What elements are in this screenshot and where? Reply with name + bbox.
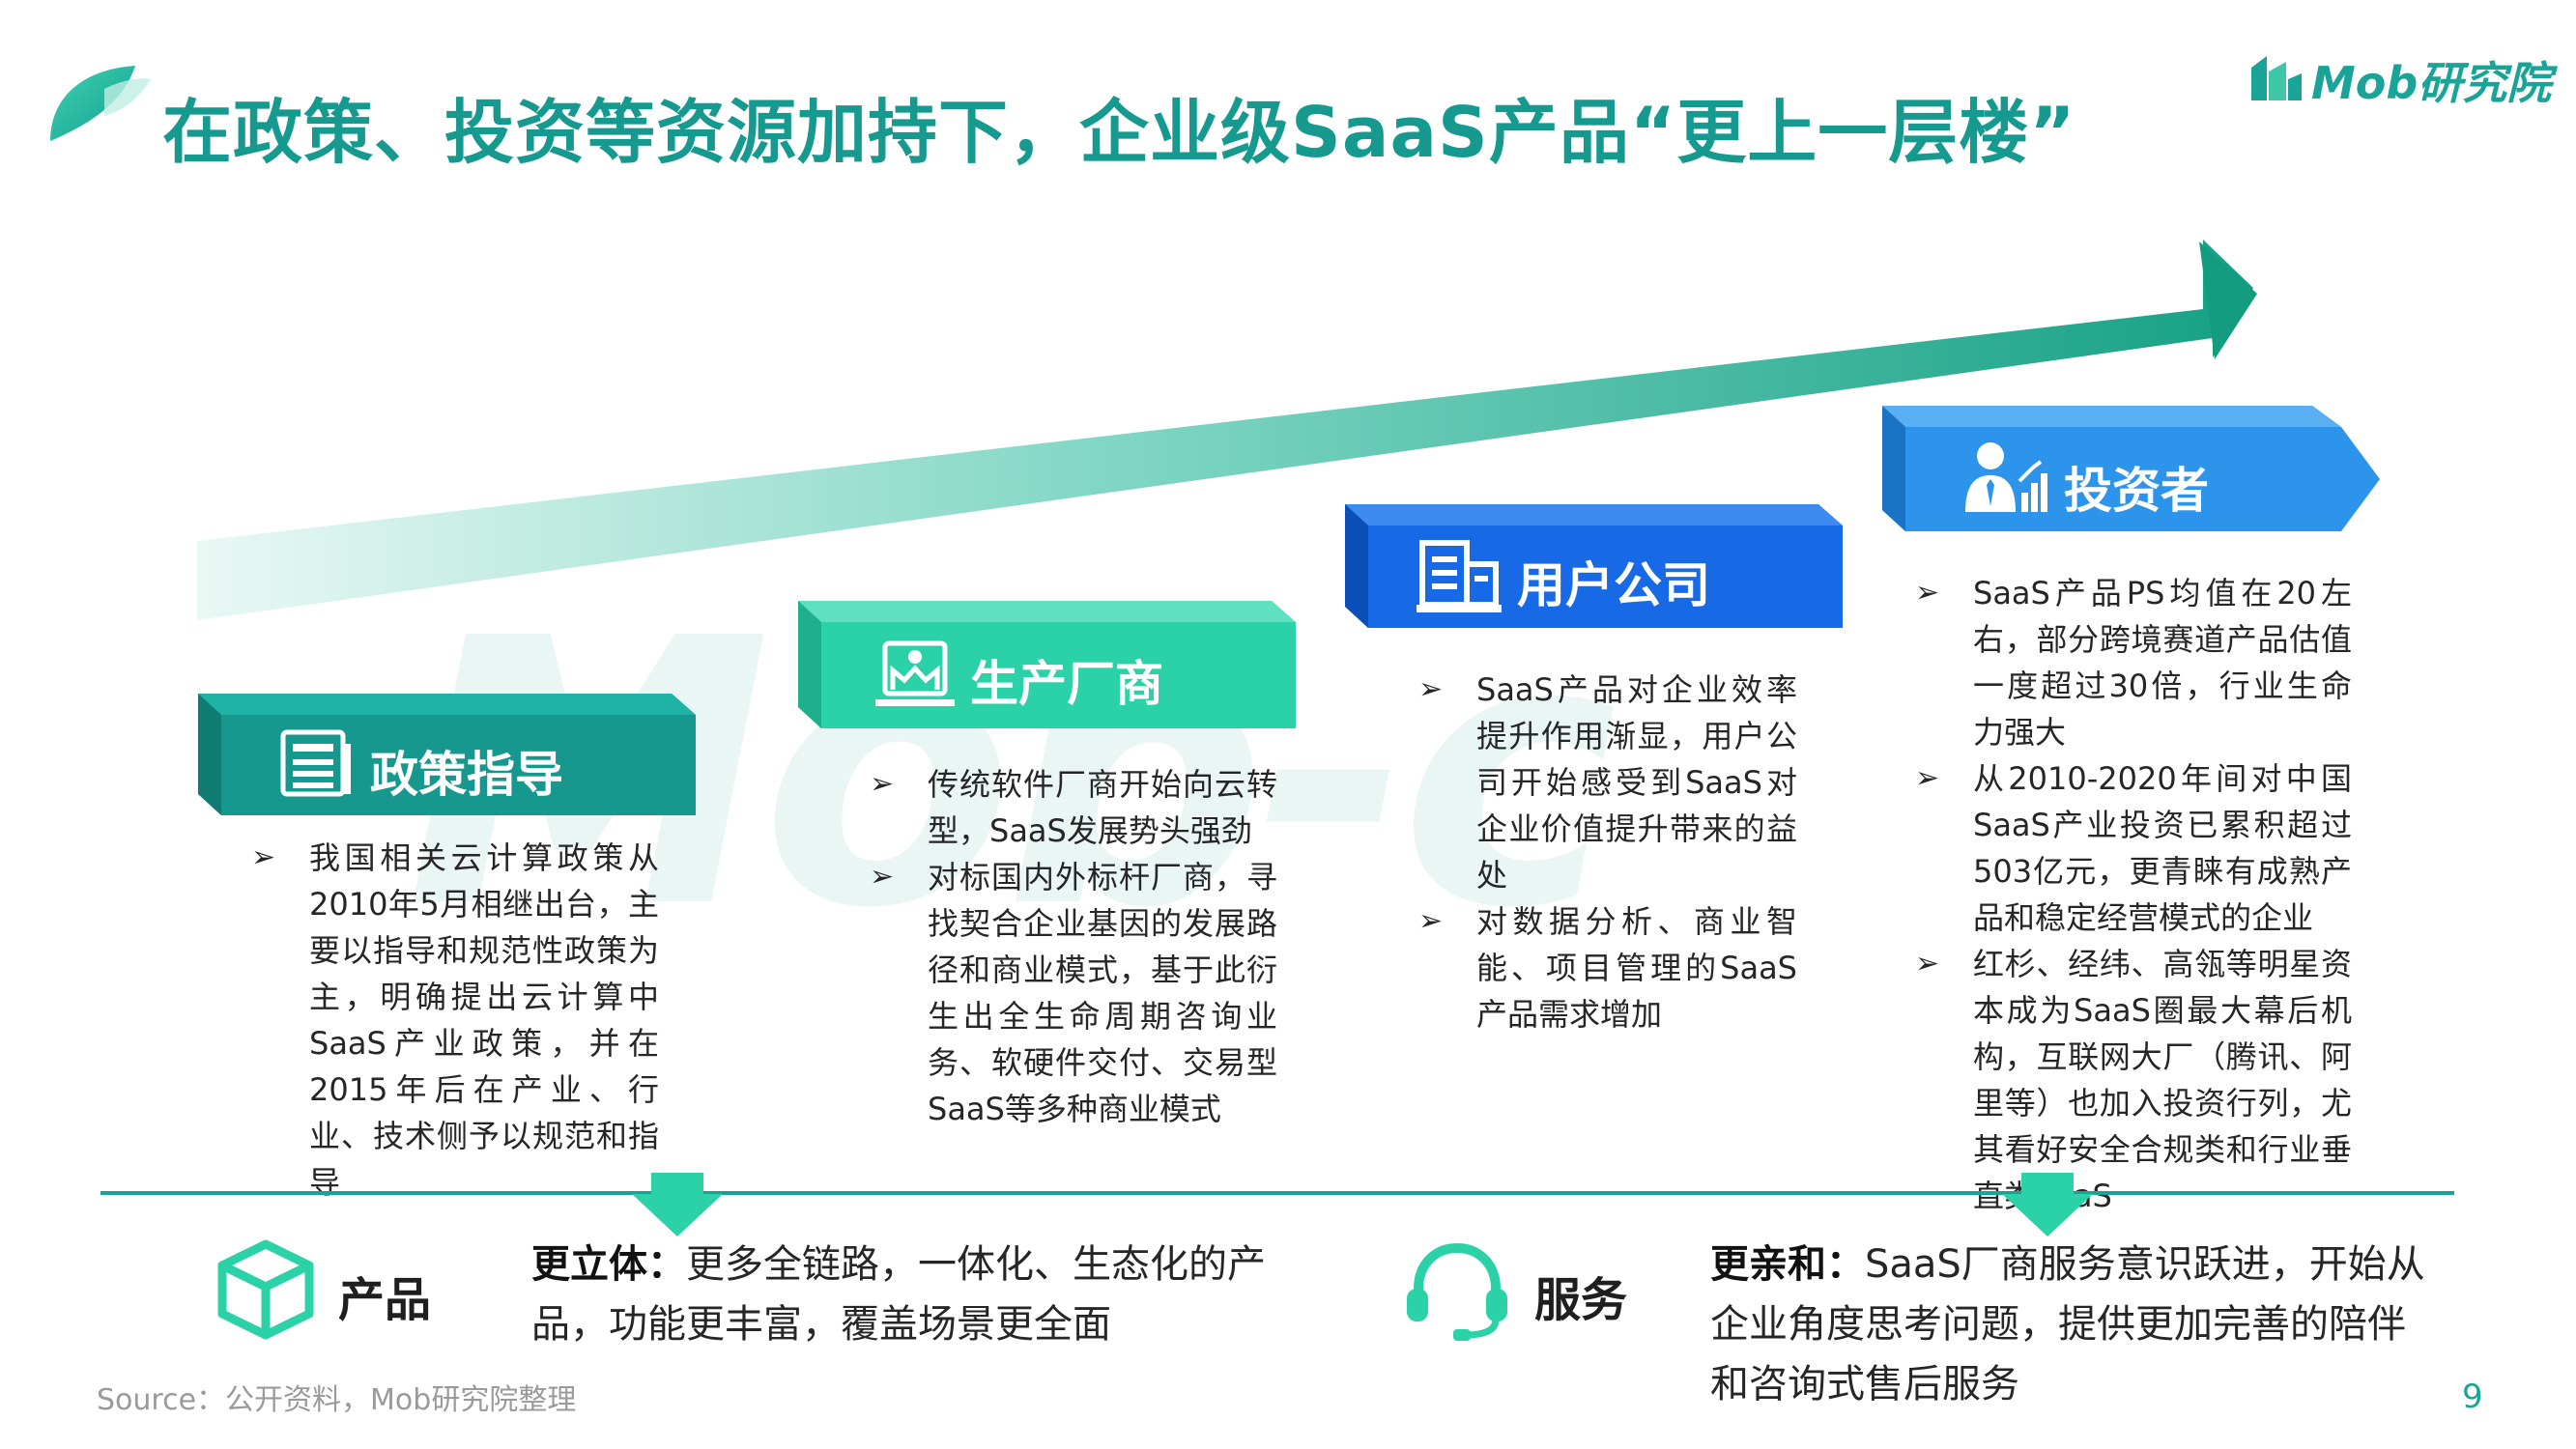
mob-logo: Mob研究院 bbox=[2247, 44, 2551, 112]
investor-icon bbox=[1965, 442, 2047, 512]
product-label: 产品 bbox=[338, 1273, 432, 1327]
product-description: 更立体：更多全链路，一体化、生态化的产品，功能更丰富，覆盖场景更全面 bbox=[531, 1235, 1295, 1354]
service-label: 服务 bbox=[1534, 1273, 1628, 1327]
bullet-arrow-icon: ➢ bbox=[251, 840, 276, 874]
down-arrow-icon bbox=[2002, 1173, 2093, 1236]
list-item: ➢传统软件厂商开始向云转型，SaaS发展势头强劲 bbox=[862, 761, 1277, 854]
bullet-arrow-icon: ➢ bbox=[1915, 761, 1940, 795]
list-item: ➢我国相关云计算政策从2010年5月相继出台，主要以指导和规范性政策为主，明确提… bbox=[243, 835, 659, 1206]
leaf-decoration-icon bbox=[50, 66, 151, 141]
stage-header-user: 用户公司 bbox=[1345, 504, 1843, 628]
logo-text: Mob研究院 bbox=[2311, 57, 2552, 109]
stage-bullets-policy: ➢我国相关云计算政策从2010年5月相继出台，主要以指导和规范性政策为主，明确提… bbox=[243, 835, 659, 1206]
bullet-arrow-icon: ➢ bbox=[1915, 947, 1940, 980]
bullet-arrow-icon: ➢ bbox=[1418, 672, 1444, 706]
stage-header-policy: 政策指导 bbox=[198, 694, 696, 815]
bullet-arrow-icon: ➢ bbox=[870, 860, 895, 894]
product-text: 更多全链路，一体化、生态化的产品，功能更丰富，覆盖场景更全面 bbox=[531, 1242, 1266, 1347]
page-number: 9 bbox=[2462, 1378, 2483, 1416]
bullet-arrow-icon: ➢ bbox=[1915, 576, 1940, 610]
growth-arrow bbox=[197, 240, 2257, 620]
building-icon bbox=[1417, 540, 1502, 612]
cube-icon bbox=[217, 1239, 314, 1340]
factory-icon bbox=[875, 640, 955, 706]
page-title: 在政策、投资等资源加持下，企业级SaaS产品“更上一层楼” bbox=[162, 92, 2076, 173]
newspaper-icon bbox=[280, 729, 351, 797]
stage-label-user: 用户公司 bbox=[1517, 557, 1710, 613]
headset-icon bbox=[1407, 1242, 1507, 1341]
bullet-arrow-icon: ➢ bbox=[870, 767, 895, 801]
stage-label-vendor: 生产厂商 bbox=[970, 656, 1163, 712]
service-emphasis: 更亲和： bbox=[1710, 1242, 1865, 1287]
down-arrow-icon bbox=[632, 1173, 723, 1236]
list-item: ➢对数据分析、商业智能、项目管理的SaaS产品需求增加 bbox=[1411, 898, 1797, 1037]
list-item: ➢SaaS产品对企业效率提升作用渐显，用户公司开始感受到SaaS对企业价值提升带… bbox=[1411, 667, 1797, 898]
stage-bullets-vendor: ➢传统软件厂商开始向云转型，SaaS发展势头强劲 ➢对标国内外标杆厂商，寻找契合… bbox=[862, 761, 1277, 1132]
list-item: ➢SaaS产品PS均值在20左右，部分跨境赛道产品估值一度超过30倍，行业生命力… bbox=[1907, 570, 2352, 755]
list-item: ➢从2010-2020年间对中国SaaS产业投资已累积超过503亿元，更青睐有成… bbox=[1907, 755, 2352, 941]
source-note: Source：公开资料，Mob研究院整理 bbox=[97, 1383, 577, 1417]
stage-label-investor: 投资者 bbox=[2064, 463, 2209, 519]
stage-header-investor: 投资者 bbox=[1882, 406, 2380, 531]
stage-bullets-investor: ➢SaaS产品PS均值在20左右，部分跨境赛道产品估值一度超过30倍，行业生命力… bbox=[1907, 570, 2352, 1219]
divider-line bbox=[100, 1191, 2454, 1195]
service-text: SaaS厂商服务意识跃进，开始从企业角度思考问题，提供更加完善的陪伴和咨询式售后… bbox=[1710, 1242, 2425, 1406]
list-item: ➢对标国内外标杆厂商，寻找契合企业基因的发展路径和商业模式，基于此衍生出全生命周… bbox=[862, 854, 1277, 1132]
stage-bullets-user: ➢SaaS产品对企业效率提升作用渐显，用户公司开始感受到SaaS对企业价值提升带… bbox=[1411, 667, 1797, 1037]
stage-label-policy: 政策指导 bbox=[370, 747, 563, 803]
stage-header-vendor: 生产厂商 bbox=[798, 601, 1296, 728]
product-emphasis: 更立体： bbox=[531, 1242, 686, 1287]
bullet-arrow-icon: ➢ bbox=[1418, 904, 1444, 938]
list-item: ➢红杉、经纬、高瓴等明星资本成为SaaS圈最大幕后机构，互联网大厂（腾讯、阿里等… bbox=[1907, 941, 2352, 1219]
service-description: 更亲和：SaaS厂商服务意识跃进，开始从企业角度思考问题，提供更加完善的陪伴和咨… bbox=[1710, 1235, 2425, 1414]
logo-mark-icon bbox=[2251, 56, 2302, 100]
